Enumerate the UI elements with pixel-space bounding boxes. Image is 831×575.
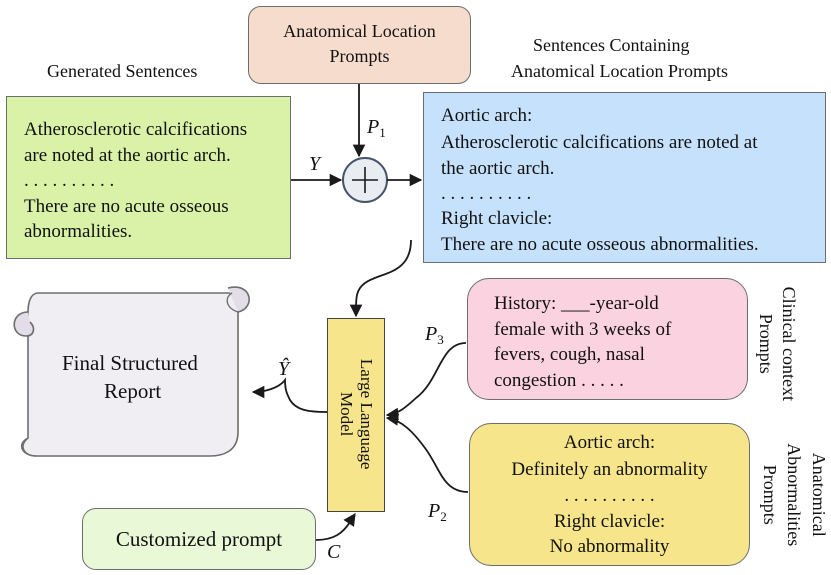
sentences-line-5: Right clavicle:	[441, 208, 553, 229]
abnormal-line-4: Right clavicle:	[553, 511, 666, 532]
clinical-side-label-line2: Prompts	[755, 313, 776, 374]
clinical-line-2: female with 3 weeks of	[494, 319, 672, 340]
abnormal-side-label-line2: Abnormalities	[783, 443, 804, 547]
generated-sentences-box: Atherosclerotic calcifications are noted…	[6, 96, 291, 259]
abnormal-side-label-line1: Anatomical	[808, 452, 829, 537]
sentences-line-2: Atherosclerotic calcifications are noted…	[441, 132, 758, 153]
final-report-line1: Final Structured	[62, 351, 198, 375]
arrow-p2	[385, 413, 469, 493]
clinical-line-4: congestion . . . . .	[494, 370, 624, 391]
generated-line-5: abnormalities.	[24, 221, 133, 242]
abnormal-side-label-line3: Prompts	[759, 464, 780, 525]
generated-line-2: are noted at the aortic arch.	[24, 145, 231, 166]
symbol-p1-sub: 1	[379, 125, 386, 140]
clinical-context-box: History: ___-year-old female with 3 week…	[467, 278, 748, 400]
symbol-p3-base: P	[425, 323, 438, 345]
generated-line-1: Atherosclerotic calcifications	[24, 119, 248, 140]
sentences-line-1: Aortic arch:	[441, 105, 533, 126]
abnormal-line-2: Definitely an abnormality	[511, 459, 708, 480]
arrow-c	[315, 512, 356, 541]
llm-label-line1: Large Language	[357, 358, 377, 470]
customized-prompt-box: Customized prompt	[82, 508, 316, 570]
sentences-containing-box: Aortic arch: Atherosclerotic calcificati…	[423, 92, 826, 263]
clinical-line-3: fevers, cough, nasal	[494, 344, 645, 365]
abnormal-line-5: No abnormality	[549, 536, 670, 557]
symbol-p3: P3	[425, 323, 444, 348]
symbol-p2: P2	[428, 500, 447, 525]
anatomical-location-prompts-box: Anatomical Location Prompts	[248, 6, 471, 84]
anatomical-location-line2: Prompts	[329, 46, 390, 66]
clinical-line-1: History: ___-year-old	[494, 293, 659, 314]
symbol-p2-sub: 2	[440, 509, 447, 524]
generated-line-4: There are no acute osseous	[24, 196, 229, 217]
symbol-p1: P1	[367, 116, 386, 141]
sentences-title-line1: Sentences Containing	[533, 35, 690, 55]
llm-box	[327, 318, 385, 512]
llm-label-line2: Model	[337, 391, 357, 437]
sentences-line-6: There are no acute osseous abnormalities…	[441, 234, 759, 255]
symbol-c: C	[327, 541, 341, 563]
sentences-line-4: . . . . . . . . . .	[441, 183, 532, 204]
abnormal-line-3: . . . . . . . . . .	[564, 485, 655, 506]
anatomical-abnormalities-box: Aortic arch: Definitely an abnormality .…	[469, 423, 750, 566]
arrow-p3	[385, 342, 467, 421]
clinical-side-label-line1: Clinical context	[778, 286, 799, 402]
report-scroll-shape	[13, 286, 250, 457]
abnormal-line-1: Aortic arch:	[563, 432, 656, 453]
symbol-p3-sub: 3	[437, 332, 444, 347]
sum-junction	[342, 157, 388, 203]
generated-line-3: . . . . . . . . . .	[24, 170, 115, 191]
customized-prompt-label: Customized prompt	[115, 527, 283, 551]
arrow-y-hat	[251, 377, 328, 413]
sentences-title-line2: Anatomical Location Prompts	[511, 61, 728, 81]
symbol-p2-base: P	[428, 500, 441, 522]
final-report-line2: Report	[104, 379, 162, 403]
anatomical-location-line1: Anatomical Location	[283, 21, 436, 41]
symbol-y-hat: Ŷ	[278, 358, 290, 380]
symbol-y: Y	[309, 153, 321, 175]
generated-sentences-title: Generated Sentences	[47, 61, 198, 81]
symbol-p1-base: P	[367, 116, 380, 138]
arrow-to-llm	[349, 239, 412, 318]
sentences-line-3: the aortic arch.	[441, 158, 555, 179]
